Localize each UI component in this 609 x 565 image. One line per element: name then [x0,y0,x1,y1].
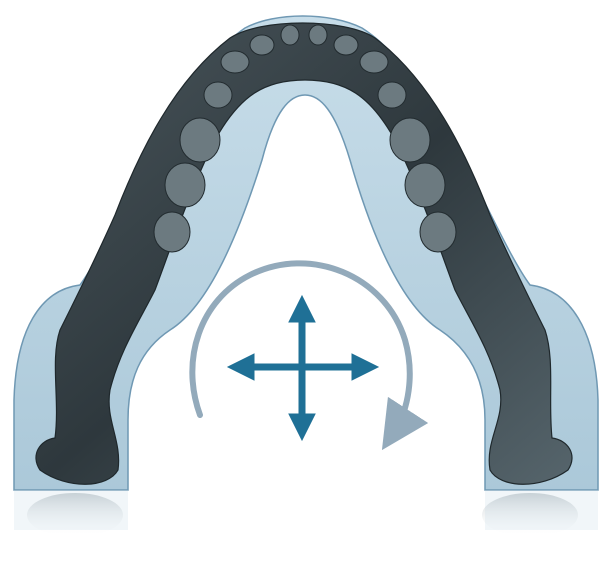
floor-reflection [14,490,598,537]
move-arrows-icon [228,296,378,440]
